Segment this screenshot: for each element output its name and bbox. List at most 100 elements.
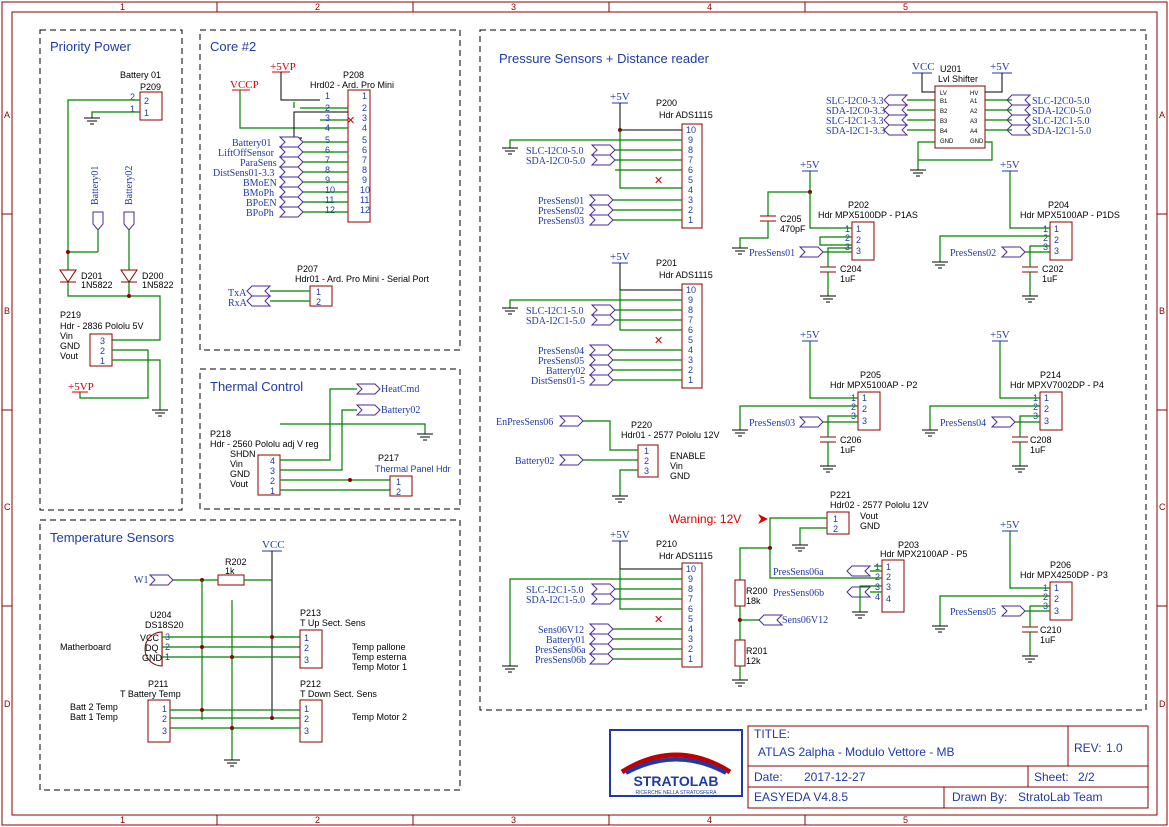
p214-ref: P214 xyxy=(1040,370,1061,380)
p210-slc: SLC-I2C1-5.0 xyxy=(526,585,584,596)
row-b-left: B xyxy=(4,306,10,316)
p210-5v: +5V xyxy=(610,529,630,541)
svg-text:1: 1 xyxy=(1054,583,1059,593)
temp-motor-2: Temp Motor 2 xyxy=(352,712,407,722)
p210-battery01: Battery01 xyxy=(546,635,585,646)
sheet-value: 2/2 xyxy=(1078,770,1095,784)
p220-enpressens06: EnPresSens06 xyxy=(496,417,553,428)
svg-text:3: 3 xyxy=(362,113,367,123)
p204-pressens02: PresSens02 xyxy=(950,248,996,259)
priority-power-box xyxy=(39,29,183,511)
svg-text:2: 2 xyxy=(100,346,105,356)
row-a-right: A xyxy=(1159,110,1165,120)
svg-text:9: 9 xyxy=(362,175,367,185)
vccp-label: VCCP xyxy=(230,79,259,91)
title-label: TITLE: xyxy=(754,727,790,741)
p200-sda: SDA-I2C0-5.0 xyxy=(526,156,585,167)
svg-text:6: 6 xyxy=(688,604,693,614)
p208-name: Hrd02 - Ard. Pro Mini xyxy=(310,80,394,90)
u201-b4: B4 xyxy=(940,129,948,135)
p213-header xyxy=(299,629,323,669)
matherboard-label: Matherboard xyxy=(60,642,111,652)
svg-text:7: 7 xyxy=(688,594,693,604)
p201-pressens04: PresSens04 xyxy=(538,346,584,357)
p208-header xyxy=(347,89,371,223)
net-rxa: RxA xyxy=(228,298,248,309)
c210-ref: C210 xyxy=(1040,625,1062,635)
p204-header xyxy=(1049,221,1073,261)
rev-value: 1.0 xyxy=(1106,741,1123,755)
svg-text:2: 2 xyxy=(1054,235,1059,245)
row-d-right: D xyxy=(1159,699,1166,709)
col-4-bottom: 4 xyxy=(707,815,712,825)
svg-text:2: 2 xyxy=(162,714,167,724)
svg-text:2: 2 xyxy=(270,476,275,486)
svg-text:1: 1 xyxy=(270,486,275,496)
svg-text:1: 1 xyxy=(845,224,850,234)
net-w1: W1 xyxy=(134,575,148,586)
temp-pallone: Temp pallone xyxy=(352,642,406,652)
svg-text:8: 8 xyxy=(688,584,693,594)
net-bmoph: BMoPh xyxy=(243,188,274,199)
batt-2-temp: Batt 2 Temp xyxy=(70,702,118,712)
p202-ref: P202 xyxy=(848,200,869,210)
u201-slc1-33: SLC-I2C1-3.3 xyxy=(826,116,884,127)
u201-5v: +5V xyxy=(990,61,1010,73)
p203-ref: P203 xyxy=(898,540,919,550)
p218-ref: P218 xyxy=(210,429,231,439)
p200-name: Hdr ADS1115 xyxy=(659,110,713,120)
svg-text:2: 2 xyxy=(144,96,149,106)
u201-b2: B2 xyxy=(940,109,948,115)
svg-text:10: 10 xyxy=(686,285,696,295)
thermal-title: Thermal Control xyxy=(210,379,303,394)
svg-text:1: 1 xyxy=(1054,224,1059,234)
u201-sda1-5: SDA-I2C1-5.0 xyxy=(1032,126,1091,137)
svg-text:1: 1 xyxy=(862,393,867,403)
svg-text:1: 1 xyxy=(144,108,149,118)
p217-ref: P217 xyxy=(378,453,399,463)
svg-text:8: 8 xyxy=(362,165,367,175)
p200-slc: SLC-I2C0-5.0 xyxy=(526,146,584,157)
p209-header xyxy=(139,91,163,121)
net-sens06v12: Sens06V12 xyxy=(782,615,828,626)
svg-text:1: 1 xyxy=(100,356,105,366)
p217-name: Thermal Panel Hdr xyxy=(375,464,451,474)
u201-a4: A4 xyxy=(970,129,978,135)
svg-text:7: 7 xyxy=(362,155,367,165)
net-battery02-thermal: Battery02 xyxy=(381,405,420,416)
svg-text:8: 8 xyxy=(325,165,330,175)
svg-text:3: 3 xyxy=(162,726,167,736)
svg-text:✕: ✕ xyxy=(654,614,663,626)
svg-text:6: 6 xyxy=(325,145,330,155)
priority-power-circuit: Battery 01 P209 21 21 Battery01 Battery0… xyxy=(59,70,174,417)
svg-text:1: 1 xyxy=(875,562,880,572)
p200-pressens02: PresSens02 xyxy=(538,206,584,217)
p208-ref: P208 xyxy=(343,70,364,80)
svg-text:1: 1 xyxy=(1043,224,1048,234)
r202-value: 1k xyxy=(225,566,235,576)
svg-text:1: 1 xyxy=(1044,393,1049,403)
p208-nets: Battery01 LiftOffSensor ParaSens DistSen… xyxy=(213,136,348,219)
u204-vcc: VCC xyxy=(140,633,160,643)
logo-tagline: RICERCHE NELLA STRATOSFERA xyxy=(636,790,718,796)
u201-slc0-5: SLC-I2C0-5.0 xyxy=(1032,96,1090,107)
c204-value: 1uF xyxy=(840,274,856,284)
p212-header xyxy=(299,699,323,743)
p221-ref: P221 xyxy=(830,490,851,500)
p218-shdn: SHDN xyxy=(230,449,256,459)
p221-vout: Vout xyxy=(860,511,879,521)
svg-text:1: 1 xyxy=(130,104,135,114)
battery02-net-label: Battery02 xyxy=(124,166,135,205)
temp-motor-1: Temp Motor 1 xyxy=(352,662,407,672)
priority-power-title: Priority Power xyxy=(50,39,132,54)
p214-pressens04: PresSens04 xyxy=(940,418,986,429)
p5vp-label-2: +5VP xyxy=(270,61,296,73)
p207-ref: P207 xyxy=(297,264,318,274)
warning-12v: Warning: 12V xyxy=(669,512,741,526)
p207-name: Hdr01 - Ard. Pro Mini - Serial Port xyxy=(295,274,430,284)
svg-text:1: 1 xyxy=(362,91,367,101)
p209-name: Battery 01 xyxy=(120,70,161,80)
row-d-left: D xyxy=(4,699,11,709)
p210-sens06v12: Sens06V12 xyxy=(538,625,584,636)
